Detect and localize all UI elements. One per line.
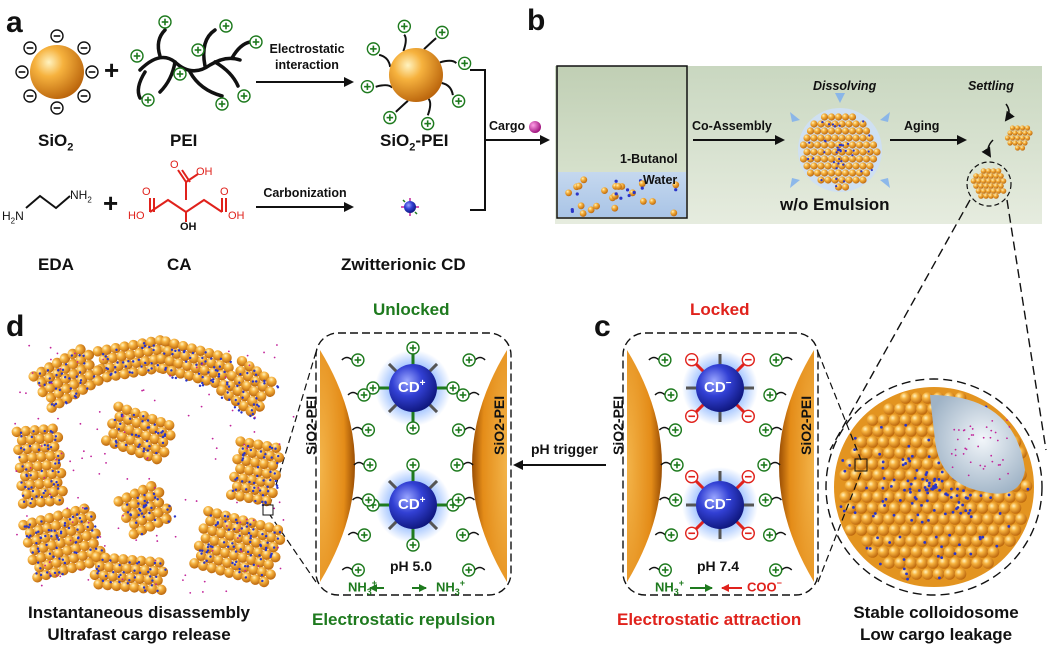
nh2-label: NH2: [70, 188, 92, 205]
aging-label: Aging: [904, 119, 940, 133]
ca-molecule: [149, 169, 227, 222]
cd-label-d-bottom: CD+: [398, 495, 426, 513]
sio2-pei-right-c: [779, 350, 814, 582]
water-layer: [558, 172, 686, 217]
nh3-c: NH3+: [655, 578, 685, 597]
sio2-pei-vertical-c-left: SiO2-PEI: [610, 395, 626, 455]
ca-o-left: O: [142, 186, 151, 198]
positive-charges: [130, 15, 263, 111]
combine-bracket: [470, 69, 486, 211]
zwitterionic-cd-label: Zwitterionic CD: [341, 255, 466, 274]
stable-label-2: Low cargo leakage: [859, 625, 1013, 644]
wo-emulsion-label: w/o Emulsion: [780, 195, 890, 214]
settled-colloidosomes: [966, 103, 1033, 207]
settling-label: Settling: [968, 79, 1014, 93]
cd-label-d-top: CD+: [398, 378, 426, 396]
ca-ho-left: HO: [128, 210, 145, 222]
ph-label-d: pH 5.0: [390, 558, 433, 574]
zoom-line-c1: [817, 351, 862, 461]
cargo-icon: [529, 121, 541, 133]
sio2-pei-vertical-c-right: SiO2-PEI: [798, 395, 814, 455]
ca-o-top: O: [170, 159, 179, 171]
electrostatic-label-1: Electrostatic: [269, 42, 345, 56]
h2n-label: H2N: [2, 209, 24, 226]
eda-molecule: [25, 194, 71, 210]
emulsion-droplet: [790, 93, 890, 192]
zoom-line-c2: [817, 471, 862, 583]
zoom-lines: [829, 199, 1047, 451]
stable-label-1: Stable colloidosome: [853, 603, 1019, 622]
nh3-d-right: NH3+: [436, 578, 466, 597]
ca-oh-right: OH: [228, 210, 245, 222]
ca-label: CA: [167, 255, 192, 274]
disassembly-label-2: Ultrafast cargo release: [47, 625, 231, 644]
ph-trigger-label: pH trigger: [531, 441, 598, 457]
ca-o-right: O: [220, 186, 229, 198]
plus-sign-1: +: [104, 55, 120, 85]
electrostatic-label-2: interaction: [275, 58, 339, 72]
pei-label: PEI: [170, 131, 198, 150]
coo-c: COO−: [747, 578, 782, 595]
cd-label-c-bottom: CD−: [704, 495, 732, 513]
panel-label-b: b: [527, 4, 546, 37]
disassembled-fragments: [11, 335, 295, 595]
dissolving-label: Dissolving: [813, 79, 877, 93]
sio2-pei-left-d: [320, 350, 355, 582]
disassembly-label-1: Instantaneous disassembly: [27, 603, 251, 622]
eda-label: EDA: [38, 255, 74, 274]
cargo-label: Cargo: [489, 119, 526, 133]
beaker-particles: [565, 176, 680, 217]
nh3-d-left: NH3+: [348, 578, 378, 597]
stable-colloidosome: [825, 378, 1043, 596]
water-label: Water: [643, 173, 678, 187]
electrostatic-repulsion-label: Electrostatic repulsion: [312, 610, 496, 629]
sio2-label: SiO2: [38, 131, 74, 154]
sio2-particle: [30, 45, 84, 99]
zwitterionic-cd-dot: [401, 198, 419, 216]
butanol-label: 1-Butanol: [620, 152, 678, 166]
unlocked-label: Unlocked: [373, 300, 450, 319]
negative-charges: [15, 29, 99, 115]
electrostatic-attraction-label: Electrostatic attraction: [617, 610, 802, 629]
zoom-box-d: [262, 504, 274, 516]
carbonization-label: Carbonization: [263, 186, 347, 200]
sio2-pei-vertical-d-left: SiO2-PEI: [303, 395, 319, 455]
sio2-pei-vertical-d-right: SiO2-PEI: [491, 395, 507, 455]
sio2-pei-right-d: [472, 350, 507, 582]
positive-charges: [360, 19, 472, 131]
plus-sign-2: +: [103, 188, 119, 218]
co-assembly-label: Co-Assembly: [692, 119, 772, 133]
sio2-pei-label: SiO2-PEI: [380, 131, 449, 154]
ca-oh-center: OH: [180, 221, 197, 233]
ca-oh-top: OH: [196, 166, 213, 178]
panel-label-d: d: [6, 310, 25, 343]
locked-label: Locked: [690, 300, 750, 319]
unlocked-box: [315, 332, 512, 596]
sio2-pei-left-c: [627, 350, 662, 582]
sio2-pei-particle: [375, 34, 458, 116]
panel-label-a: a: [6, 6, 23, 39]
ph-label-c: pH 7.4: [697, 558, 740, 574]
cd-label-c-top: CD−: [704, 378, 732, 396]
pei-polymer: [136, 28, 252, 100]
panel-label-c: c: [594, 310, 611, 343]
locked-box: [622, 332, 819, 596]
